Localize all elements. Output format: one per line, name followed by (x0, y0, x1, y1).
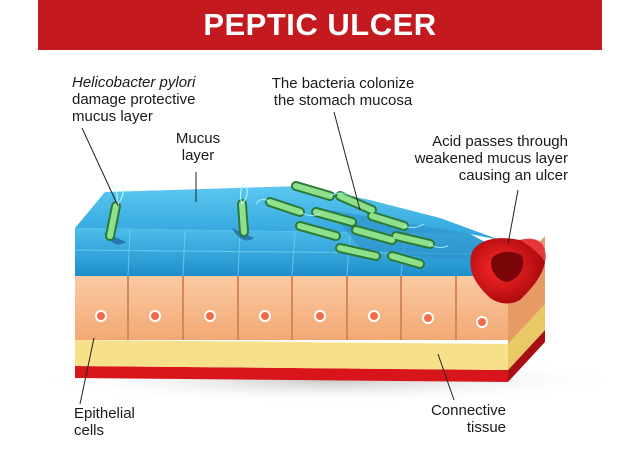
label-bacteria-colonize: The bacteria colonize the stomach mucosa (262, 75, 424, 109)
bacteria-colony (255, 181, 449, 269)
label-mucus-layer-line2: layer (181, 147, 215, 164)
label-epithelial-line1: Epithelial (74, 405, 135, 422)
label-acid: Acid passes through weakened mucus layer… (398, 133, 568, 184)
label-connective-line1: Connective (430, 402, 506, 419)
cell-nuclei (95, 310, 488, 328)
label-epithelial: Epithelial cells (74, 405, 135, 439)
epithelial-cell-dividers (127, 276, 457, 340)
label-acid-line3: causing an ulcer (458, 167, 568, 184)
label-bacteria-colonize-line1: The bacteria colonize (271, 75, 415, 92)
label-helicobacter-line1: Helicobacter pylori (72, 74, 196, 91)
title-banner: PEPTIC ULCER (38, 0, 602, 50)
label-acid-line1: Acid passes through (432, 133, 568, 150)
page-title: PEPTIC ULCER (203, 7, 437, 42)
label-helicobacter-line2: damage protective (72, 91, 196, 108)
label-acid-line2: weakened mucus layer (414, 150, 568, 167)
label-helicobacter-line3: mucus layer (72, 108, 153, 125)
base-tissue-layer (75, 330, 545, 382)
label-mucus-layer-line1: Mucus (175, 130, 221, 147)
leader-lines (79, 111, 519, 405)
connective-tissue-layer (75, 304, 545, 370)
mucus-thin-region (330, 210, 520, 262)
ulcer (470, 238, 546, 304)
bacterium-center (232, 183, 254, 241)
label-connective-line2: tissue (466, 419, 506, 436)
bacterium-left (104, 183, 126, 245)
label-epithelial-line2: cells (74, 422, 105, 439)
label-bacteria-colonize-line2: the stomach mucosa (273, 92, 413, 109)
label-connective: Connective tissue (410, 402, 506, 436)
label-helicobacter: Helicobacter pylori damage protective mu… (72, 74, 195, 125)
label-mucus-layer: Mucus layer (168, 130, 228, 164)
